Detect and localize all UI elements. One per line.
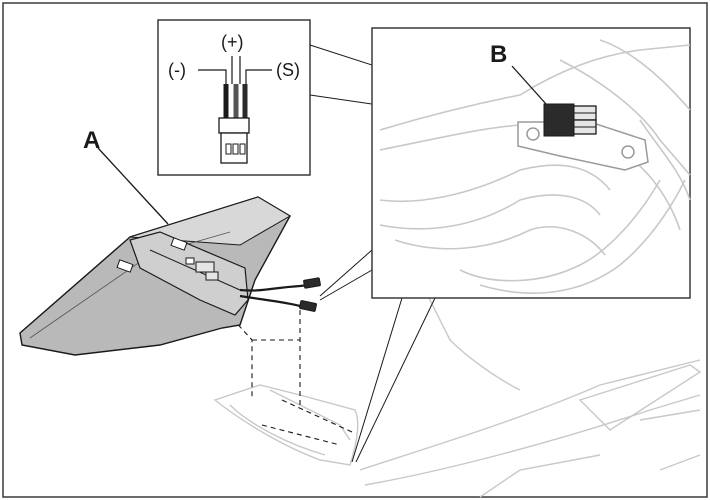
fuselage-background xyxy=(213,279,702,498)
connector-negative-label: (-) xyxy=(168,60,186,80)
callout-a-leader xyxy=(97,147,169,225)
connector-b xyxy=(543,103,597,137)
servo-connector-drawing xyxy=(198,56,272,164)
connector-signal-label: (S) xyxy=(276,60,300,80)
pointer-fuselage-left xyxy=(351,297,403,463)
alignment-guides xyxy=(231,310,353,446)
pointer-plug-top xyxy=(319,249,373,297)
callout-a-label: A xyxy=(83,127,100,154)
callout-b-leader xyxy=(511,65,547,105)
pointer-plug-bottom xyxy=(319,269,373,301)
pointer-fuselage-right xyxy=(355,297,436,463)
bracket-hole-left xyxy=(526,127,540,141)
bracket-hole-right xyxy=(621,145,635,159)
detail-fuselage-interior xyxy=(379,39,691,294)
callout-b-label: B xyxy=(490,41,507,68)
connector-positive-label: (+) xyxy=(221,32,244,52)
wing-assembly xyxy=(19,196,321,356)
